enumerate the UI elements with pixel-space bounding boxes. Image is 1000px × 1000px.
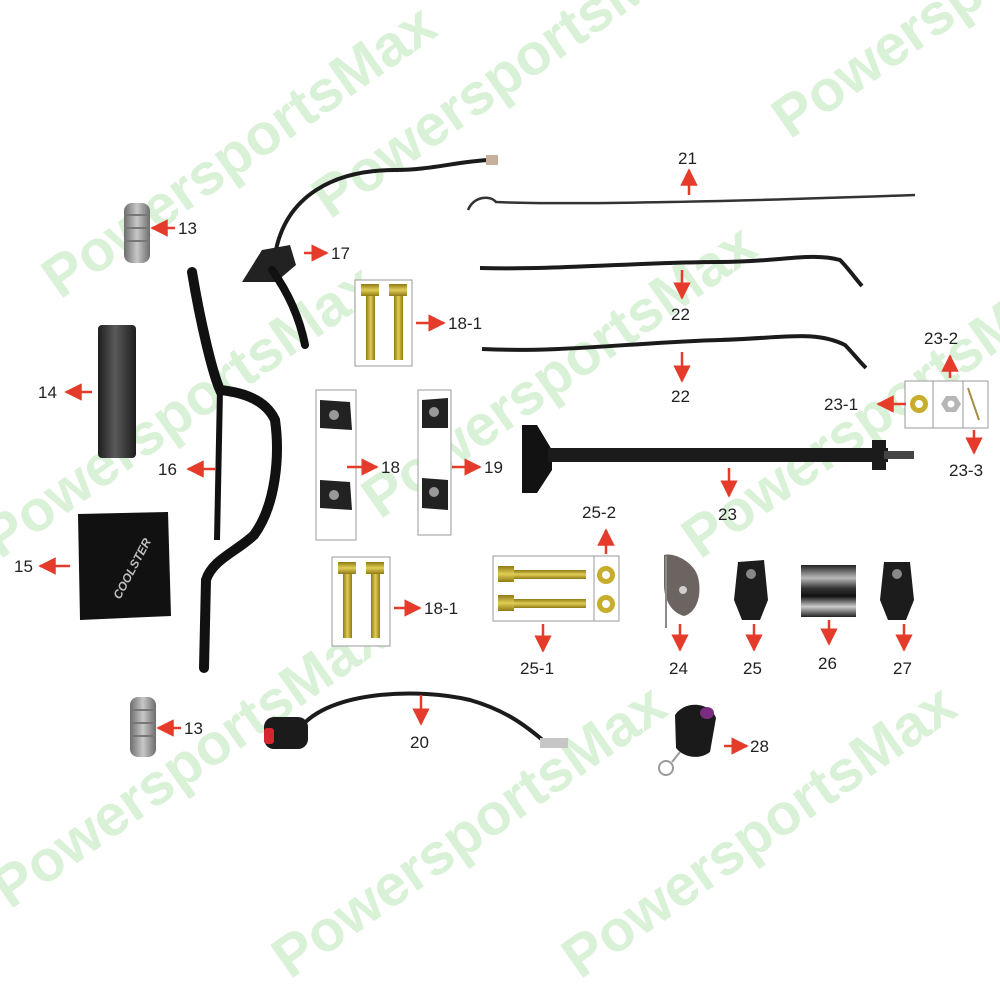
callout-label-26: 26 bbox=[818, 654, 837, 673]
callout-label-27: 27 bbox=[893, 659, 912, 678]
handlebar-clamp-alt bbox=[417, 389, 452, 536]
steering-stem bbox=[522, 425, 914, 493]
callout-label-15: 15 bbox=[14, 557, 33, 576]
callout-label-19: 19 bbox=[484, 458, 503, 477]
handlebar-cover: COOLSTER bbox=[78, 512, 171, 620]
callout-label-23-2: 23-2 bbox=[924, 329, 958, 348]
callout-label-23-3: 23-3 bbox=[949, 461, 983, 480]
callout-label-22-b: 22 bbox=[671, 387, 690, 406]
handlebar bbox=[187, 267, 282, 673]
callout-label-18: 18 bbox=[381, 458, 400, 477]
callout-label-18-1-bottom: 18-1 bbox=[424, 599, 458, 618]
brake-cable-b bbox=[481, 334, 868, 370]
handlebar-clamp bbox=[315, 389, 357, 541]
callout-arrows bbox=[38, 168, 983, 755]
watermark: PowersportsMax bbox=[350, 211, 767, 530]
callout-label-25-2: 25-2 bbox=[582, 503, 616, 522]
stem-hardware bbox=[904, 380, 989, 429]
brake-cable-a bbox=[479, 254, 864, 288]
callout-label-23-1: 23-1 bbox=[824, 395, 858, 414]
callout-label-24: 24 bbox=[669, 659, 688, 678]
callout-label-18-1-top: 18-1 bbox=[448, 314, 482, 333]
handlebar-grip-top bbox=[124, 203, 150, 263]
callout-label-13-top: 13 bbox=[178, 219, 197, 238]
callout-labels: 13 13 14 15 16 17 18-1 18 19 18-1 20 21 … bbox=[14, 149, 983, 756]
callout-label-13-bottom: 13 bbox=[184, 719, 203, 738]
callout-label-20: 20 bbox=[410, 733, 429, 752]
watermark: PowersportsMax bbox=[0, 601, 398, 920]
stem-clamp-alt bbox=[880, 562, 914, 620]
callout-label-25-1: 25-1 bbox=[520, 659, 554, 678]
bolt-set-top bbox=[354, 279, 413, 367]
bolt-set-bottom bbox=[331, 556, 391, 647]
handlebar-grip-bottom bbox=[130, 697, 156, 757]
handlebar-foam-pad bbox=[98, 325, 136, 458]
watermark: PowersportsMax bbox=[760, 0, 1000, 151]
stem-clamp bbox=[734, 560, 768, 620]
callout-label-17: 17 bbox=[331, 244, 350, 263]
callout-label-23: 23 bbox=[718, 505, 737, 524]
callout-label-16: 16 bbox=[158, 460, 177, 479]
brake-lever bbox=[242, 155, 498, 349]
bushing bbox=[801, 565, 856, 617]
callout-label-14: 14 bbox=[38, 383, 57, 402]
bolt-washer-set bbox=[492, 555, 620, 622]
switch-assembly bbox=[264, 691, 568, 749]
key-fob bbox=[658, 704, 716, 776]
throttle-cable bbox=[466, 193, 916, 211]
callout-label-21: 21 bbox=[678, 149, 697, 168]
bracket bbox=[664, 554, 700, 628]
callout-label-25: 25 bbox=[743, 659, 762, 678]
callout-label-28: 28 bbox=[750, 737, 769, 756]
callout-label-22-a: 22 bbox=[671, 305, 690, 324]
